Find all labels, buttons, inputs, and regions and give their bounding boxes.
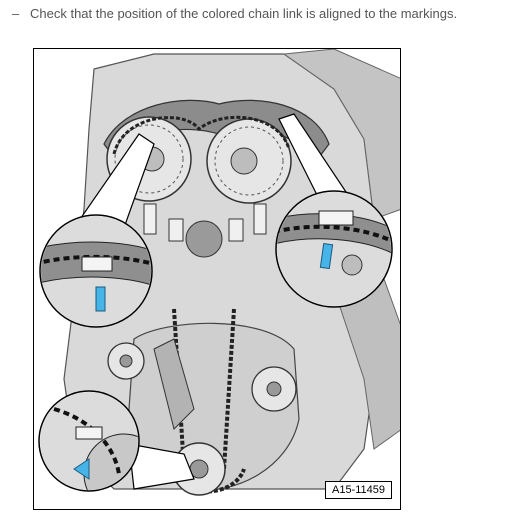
instruction-text: Check that the position of the colored c… xyxy=(30,6,458,21)
engine-timing-chain-illustration: A15-11459 xyxy=(33,48,401,510)
alignment-marker-bottom xyxy=(73,458,90,480)
alignment-marker-left xyxy=(95,286,106,312)
engine-drawing xyxy=(38,49,400,496)
figure-id-label: A15-11459 xyxy=(324,481,392,499)
alignment-marker-right xyxy=(319,242,334,270)
step-dash: – xyxy=(12,6,20,21)
balance-shaft-sprocket xyxy=(251,366,297,412)
callout-leader-bottom xyxy=(128,443,195,490)
exhaust-camshaft-sprocket xyxy=(206,118,292,204)
instruction-step: –Check that the position of the colored … xyxy=(12,5,512,23)
oil-pump-sprocket xyxy=(107,342,145,380)
detail-inset-right xyxy=(275,190,393,308)
detail-inset-bottom xyxy=(38,390,140,492)
engine-side-cover xyxy=(282,49,400,220)
upper-timing-chain xyxy=(112,115,291,155)
chain-tensioner-rail xyxy=(153,338,195,430)
detail-inset-left xyxy=(39,214,153,328)
camshaft-bearing-caps xyxy=(143,203,267,258)
